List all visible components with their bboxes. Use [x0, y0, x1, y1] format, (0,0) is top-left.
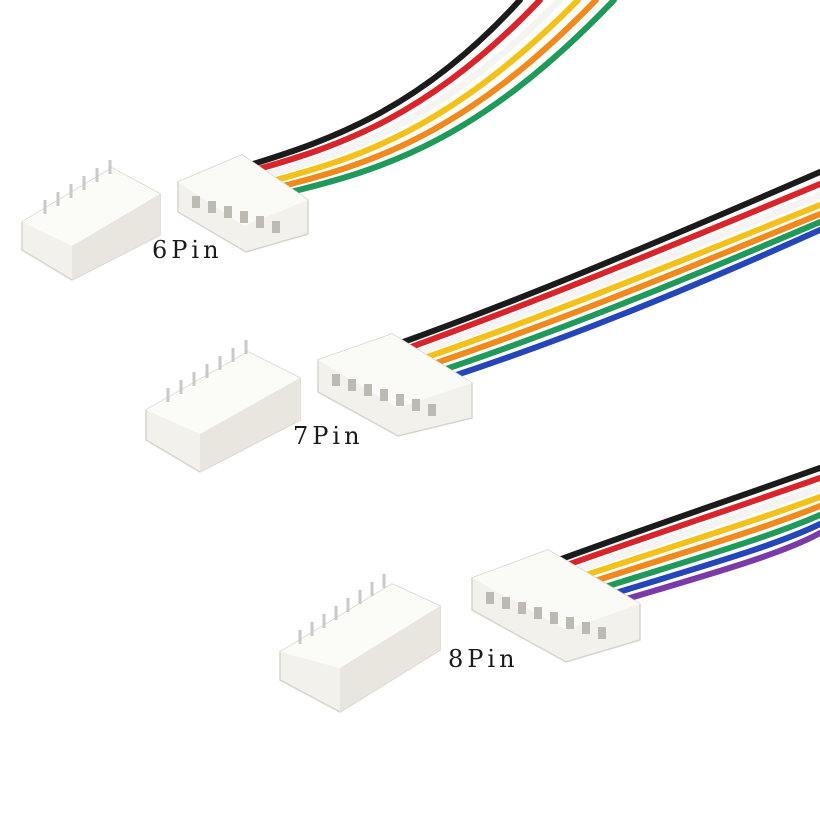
male-header-7pin — [145, 340, 301, 473]
male-header-8pin — [279, 574, 441, 713]
wire-bundle-7pin — [392, 169, 820, 384]
label-8pin: 8Pin — [448, 645, 519, 673]
wire-bundle-8pin — [542, 465, 820, 610]
wire-bundle-6pin — [247, 0, 617, 197]
female-housing-7pin — [317, 333, 473, 437]
connector-set-7pin: 7Pin — [145, 169, 820, 473]
female-housing-6pin — [177, 154, 309, 253]
label-7pin: 7Pin — [293, 422, 364, 450]
connector-set-8pin: 8Pin — [279, 465, 820, 713]
label-6pin: 6Pin — [152, 236, 223, 264]
male-header-6pin — [21, 160, 161, 281]
connector-set-6pin: 6Pin — [21, 0, 617, 281]
female-housing-8pin — [471, 549, 641, 663]
